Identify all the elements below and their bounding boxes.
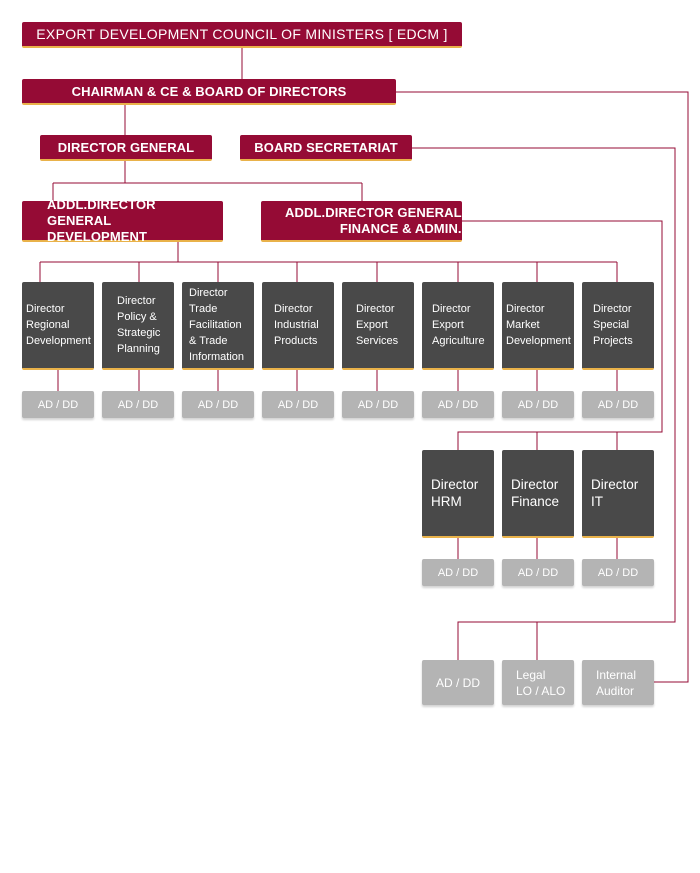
director-trade-facilitation-box: Director Trade Facilitation & Trade Info… — [182, 282, 254, 370]
director-general-box: DIRECTOR GENERAL — [40, 135, 212, 161]
ad-dd-label: AD / DD — [437, 398, 479, 411]
director-regional-development-box: Director Regional Development — [22, 282, 94, 370]
legal-box: Legal LO / ALO — [502, 660, 574, 705]
director-label: Director Trade Facilitation & Trade Info… — [189, 287, 245, 363]
director-hrm-label: Director HRM — [431, 477, 479, 509]
director-industrial-products-box: Director Industrial Products — [262, 282, 334, 370]
ad-dd-label: AD / DD — [197, 398, 239, 411]
director-general-label: DIRECTOR GENERAL — [57, 139, 195, 155]
ad-dd-label: AD / DD — [597, 566, 639, 579]
director-finance-label: Director Finance — [511, 477, 560, 509]
ad-dd-label: AD / DD — [37, 398, 79, 411]
internal-auditor-label: Internal Auditor — [596, 667, 637, 698]
director-label: Director Export Agriculture — [432, 303, 485, 347]
director-market-development-box: Director Market Development — [502, 282, 574, 370]
addl-dg-finance-box: ADDL.DIRECTOR GENERAL FINANCE & ADMIN. — [261, 201, 462, 242]
ad-dd-box: AD / DD — [422, 391, 494, 418]
ad-dd-box: AD / DD — [502, 559, 574, 586]
ad-dd-label: AD / DD — [117, 398, 159, 411]
ad-dd-box: AD / DD — [22, 391, 94, 418]
board-secretariat-box: BOARD SECRETARIAT — [240, 135, 412, 161]
director-policy-planning-box: Director Policy & Strategic Planning — [102, 282, 174, 370]
legal-label: Legal LO / ALO — [516, 667, 566, 698]
director-label: Director Regional Development — [26, 303, 91, 347]
ad-dd-box: AD / DD — [502, 391, 574, 418]
director-it-label: Director IT — [591, 477, 639, 509]
edcm-box: EXPORT DEVELOPMENT COUNCIL OF MINISTERS … — [22, 22, 462, 48]
ad-dd-box: AD / DD — [262, 391, 334, 418]
ad-dd-box: AD / DD — [422, 559, 494, 586]
director-special-projects-box: Director Special Projects — [582, 282, 654, 370]
ad-dd-box: AD / DD — [582, 391, 654, 418]
bottom-ad-dd-box: AD / DD — [422, 660, 494, 705]
director-export-services-box: Director Export Services — [342, 282, 414, 370]
director-finance-box: Director Finance — [502, 450, 574, 538]
ad-dd-label: AD / DD — [437, 566, 479, 579]
ad-dd-label: AD / DD — [517, 398, 559, 411]
director-label: Director Special Projects — [593, 303, 633, 347]
ad-dd-box: AD / DD — [582, 559, 654, 586]
director-label: Director Market Development — [506, 303, 571, 347]
director-label: Director Policy & Strategic Planning — [117, 295, 161, 355]
director-label: Director Industrial Products — [274, 303, 319, 347]
ad-dd-box: AD / DD — [342, 391, 414, 418]
ad-dd-label: AD / DD — [277, 398, 319, 411]
ad-dd-box: AD / DD — [182, 391, 254, 418]
director-hrm-box: Director HRM — [422, 450, 494, 538]
addl-dg-finance-label: ADDL.DIRECTOR GENERAL FINANCE & ADMIN. — [285, 204, 462, 236]
director-export-agriculture-box: Director Export Agriculture — [422, 282, 494, 370]
ad-dd-label: AD / DD — [517, 566, 559, 579]
board-secretariat-label: BOARD SECRETARIAT — [254, 139, 398, 155]
ad-dd-label: AD / DD — [597, 398, 639, 411]
ad-dd-box: AD / DD — [102, 391, 174, 418]
ad-dd-label: AD / DD — [357, 398, 399, 411]
bottom-ad-dd-label: AD / DD — [435, 675, 480, 690]
addl-dg-development-label: ADDL.DIRECTOR GENERAL DEVELOPMENT — [47, 196, 156, 244]
addl-dg-development-box: ADDL.DIRECTOR GENERAL DEVELOPMENT — [22, 197, 223, 244]
director-it-box: Director IT — [582, 450, 654, 538]
chairman-label: CHAIRMAN & CE & BOARD OF DIRECTORS — [71, 83, 347, 99]
chairman-box: CHAIRMAN & CE & BOARD OF DIRECTORS — [22, 79, 396, 105]
director-label: Director Export Services — [356, 303, 399, 347]
internal-auditor-box: Internal Auditor — [582, 660, 654, 705]
edcm-label: EXPORT DEVELOPMENT COUNCIL OF MINISTERS … — [36, 26, 448, 42]
